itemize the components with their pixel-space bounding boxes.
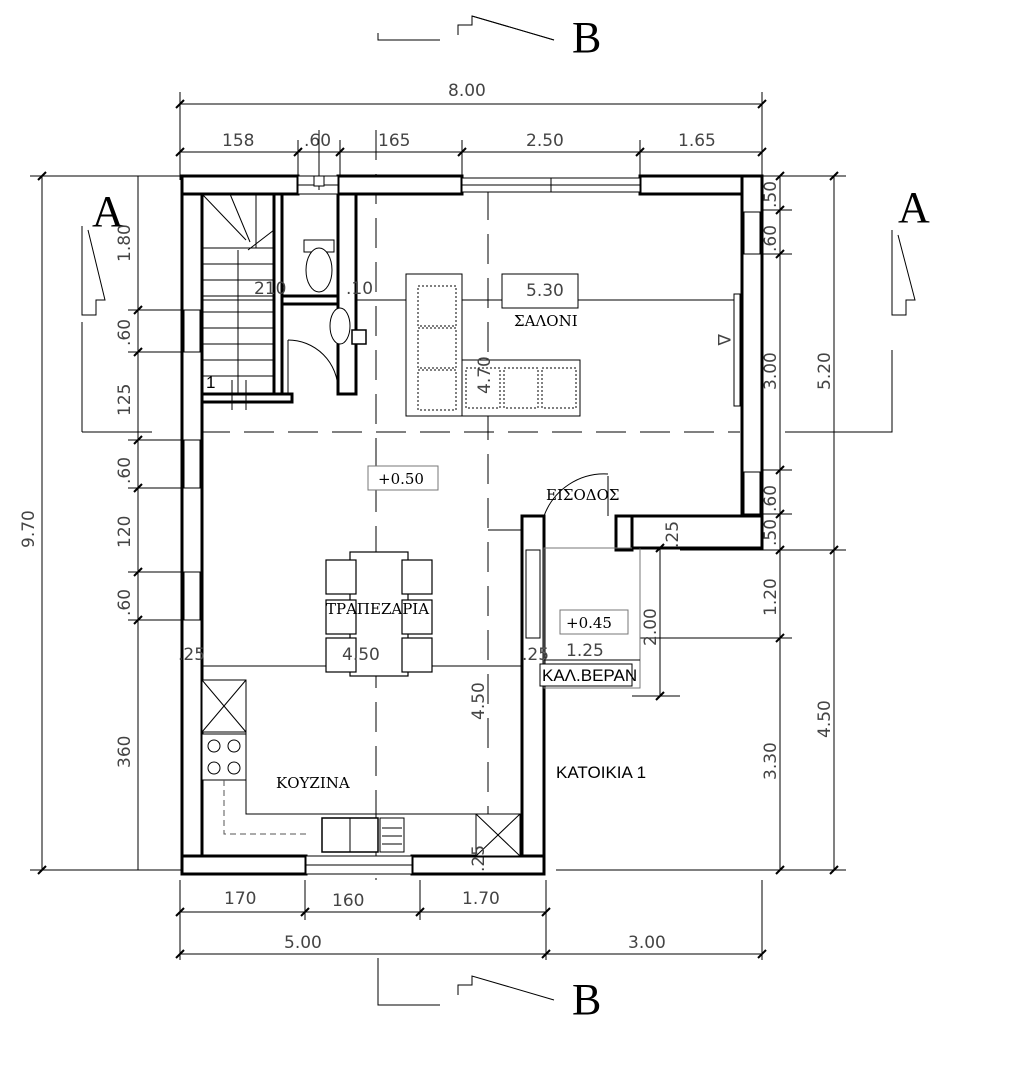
dim-bottom-wall: .25 — [469, 845, 489, 872]
dim-veranda-height: 2.00 — [641, 608, 661, 646]
room-label-kitchen: ΚΟΥΖΙΝΑ — [276, 774, 350, 792]
dim-top-5: 1.65 — [678, 131, 716, 151]
section-marker-a-left: A — [81, 187, 152, 433]
dim-stair-width: 210 — [254, 279, 286, 299]
section-label-b-bottom: B — [572, 975, 601, 1024]
tv-unit-mark: Δ — [713, 334, 733, 346]
dim-right-upper-total: 5.20 — [815, 352, 835, 390]
wc-room: 210 .10 — [254, 130, 373, 394]
dim-top-1: 158 — [222, 131, 254, 151]
dim-right-4: .60 — [761, 485, 781, 512]
dimension-left: 9.70 1.80 .60 125 .60 120 .60 360 — [19, 171, 182, 875]
dim-right-2: .60 — [761, 225, 781, 252]
dim-salon-width: 5.30 — [526, 281, 564, 301]
staircase: 1 — [201, 193, 275, 410]
dim-wc-wall: .10 — [346, 279, 373, 299]
dim-bottom-2: 160 — [332, 891, 364, 911]
section-label-a-right: A — [898, 183, 930, 232]
dim-wall-left: .25 — [178, 645, 205, 665]
dining-table: ΤΡΑΠΕΖΑΡΙΑ 4.50 .25 .25 — [178, 551, 549, 677]
dim-right-7: 3.30 — [761, 742, 781, 780]
stair-step-number: 1 — [206, 373, 215, 392]
room-label-salon: ΣΑΛΟΝΙ — [514, 312, 578, 330]
dim-overall-height: 9.70 — [19, 510, 39, 548]
level-mark-main: +0.50 — [378, 470, 424, 488]
dim-dining-width: 4.50 — [342, 645, 380, 665]
dwelling-label: ΚΑΤΟΙΚΙΑ 1 — [556, 763, 646, 782]
dim-overall-width: 8.00 — [448, 81, 486, 101]
dim-salon-height: 4.70 — [475, 356, 495, 394]
dim-wall-right: .25 — [522, 645, 549, 665]
section-label-b-top: B — [572, 13, 601, 62]
dim-left-3: 125 — [115, 384, 135, 416]
dim-bottom-3: 1.70 — [462, 889, 500, 909]
section-marker-a-right: A — [785, 183, 930, 433]
dim-bottom-left-total: 5.00 — [284, 933, 322, 953]
dim-top-2: .60 — [304, 131, 331, 151]
dim-veranda-width: 1.25 — [566, 641, 604, 661]
room-label-dining: ΤΡΑΠΕΖΑΡΙΑ — [326, 600, 429, 618]
level-marks: +0.50 +0.45 — [367, 465, 629, 635]
dim-bottom-1: 170 — [224, 889, 256, 909]
section-marker-b-bottom: B — [377, 958, 601, 1024]
dim-right-1: .50 — [761, 181, 781, 208]
section-label-a-left: A — [92, 187, 124, 236]
dimension-right: .50 .60 3.00 .60 .50 1.20 3.30 5.20 4.50 — [556, 171, 846, 875]
veranda: 2.00 1.25 ΚΑΛ.ΒΕΡΑΝ .25 — [539, 521, 683, 701]
dim-left-4: .60 — [115, 457, 135, 484]
wash-basin — [329, 307, 351, 345]
dim-left-5: 120 — [115, 516, 135, 548]
kitchen: ΚΟΥΖΙΝΑ 4.50 .25 — [201, 679, 521, 872]
sofa-set: Δ 5.30 4.70 ΣΑΛΟΝΙ — [405, 273, 741, 417]
dim-top-3: 165 — [378, 131, 410, 151]
dim-left-2: .60 — [115, 319, 135, 346]
dim-right-5: .50 — [761, 519, 781, 546]
entrance-door: ΕΙΣΟΔΟΣ — [543, 473, 620, 517]
dim-right-lower-total: 4.50 — [815, 700, 835, 738]
dim-top-4: 2.50 — [526, 131, 564, 151]
room-label-veranda: ΚΑΛ.ΒΕΡΑΝ — [542, 666, 637, 685]
level-mark-veranda: +0.45 — [566, 614, 612, 632]
dimension-top: 8.00 158 .60 165 2.50 1.65 — [175, 81, 767, 180]
wc-door-swing — [287, 339, 339, 391]
dim-left-1: 1.80 — [115, 224, 135, 262]
dim-left-6: .60 — [115, 589, 135, 616]
dim-kitchen-height: 4.50 — [469, 682, 489, 720]
dim-right-3: 3.00 — [761, 352, 781, 390]
toilet-bowl — [305, 247, 333, 293]
dimension-bottom: 170 160 1.70 5.00 3.00 — [175, 880, 767, 960]
dim-left-7: 360 — [115, 736, 135, 768]
section-marker-b-top: B — [377, 13, 601, 62]
dim-step-wall: .25 — [663, 521, 683, 548]
room-label-entrance: ΕΙΣΟΔΟΣ — [546, 486, 620, 504]
dim-bottom-right-total: 3.00 — [628, 933, 666, 953]
dim-right-6: 1.20 — [761, 578, 781, 616]
cooktop — [201, 733, 247, 781]
